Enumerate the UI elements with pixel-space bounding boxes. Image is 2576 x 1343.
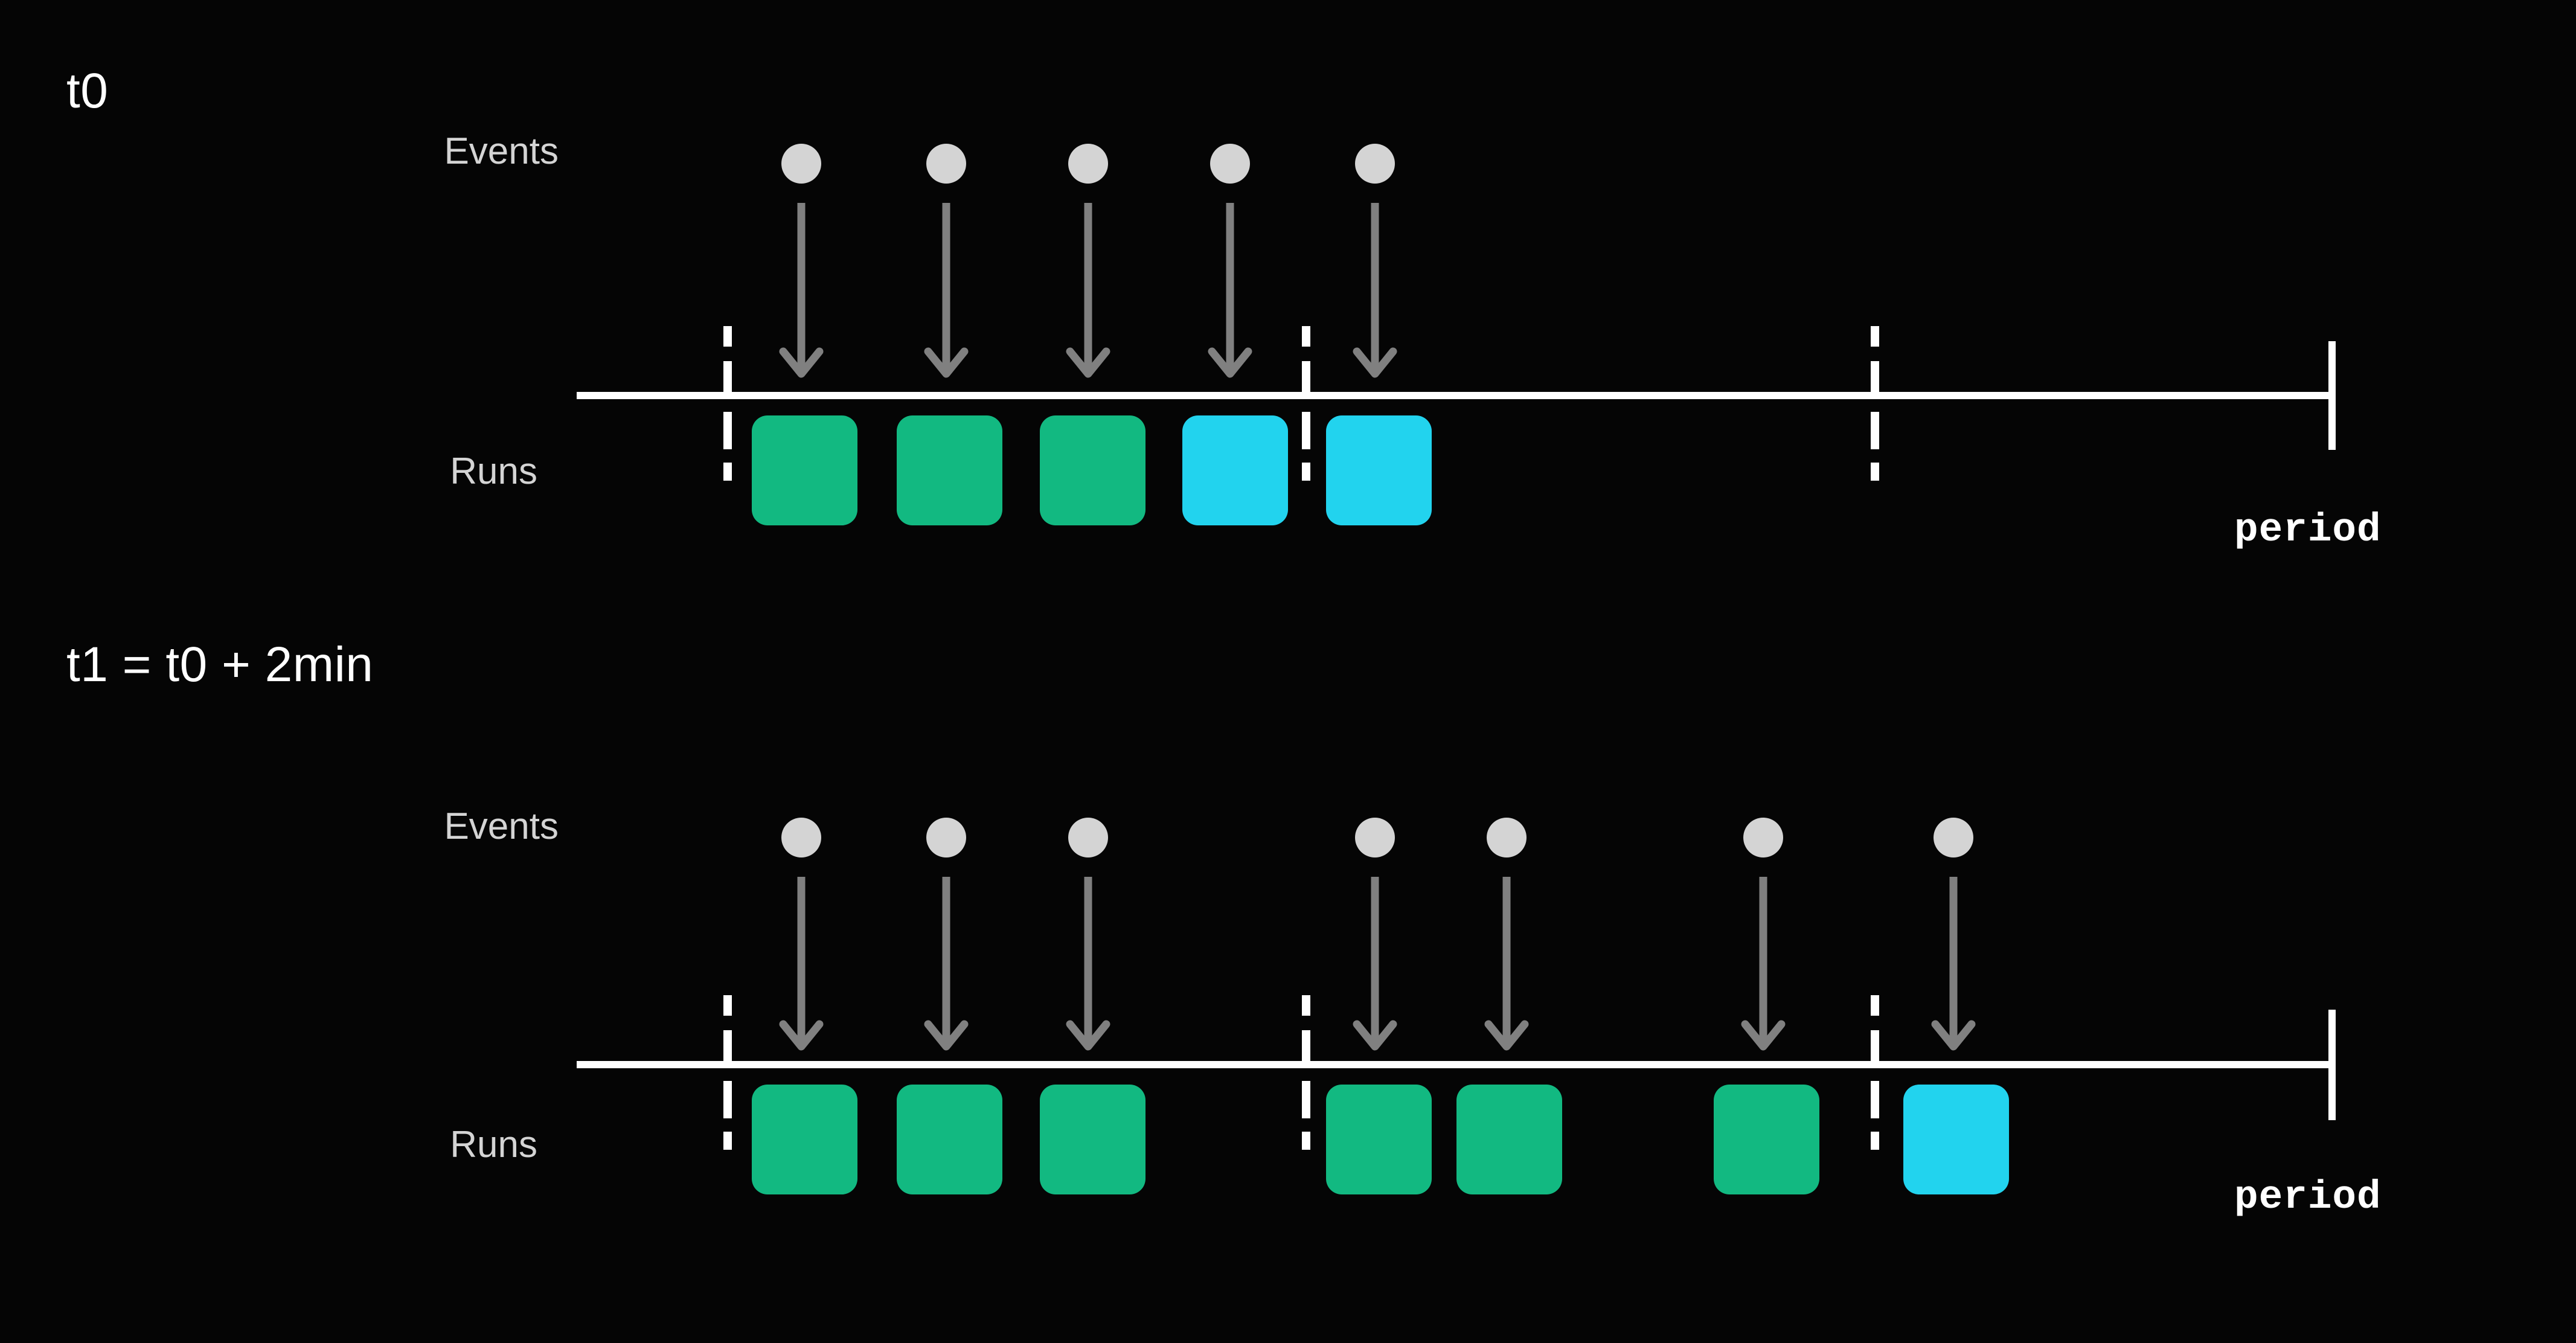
run-block bbox=[897, 415, 1002, 525]
run-block bbox=[1714, 1085, 1819, 1194]
event-dot bbox=[1068, 144, 1108, 184]
period-marker-t1-3 bbox=[1871, 995, 1879, 1150]
run-block bbox=[1040, 1085, 1145, 1194]
period-marker-t0-1 bbox=[723, 326, 732, 481]
run-block bbox=[1326, 415, 1432, 525]
event-dot bbox=[1934, 818, 1973, 857]
event-dot bbox=[926, 144, 966, 184]
event-dot bbox=[1743, 818, 1783, 857]
period-label-t1: period bbox=[2234, 1175, 2382, 1220]
period-marker-t0-2 bbox=[1302, 326, 1310, 481]
event-to-run-arrow-icon bbox=[1066, 203, 1110, 378]
event-to-run-arrow-icon bbox=[1353, 203, 1397, 378]
event-dot bbox=[1210, 144, 1250, 184]
run-block bbox=[752, 1085, 857, 1194]
event-dot bbox=[926, 818, 966, 857]
event-to-run-arrow-icon bbox=[1741, 877, 1786, 1051]
run-block bbox=[1182, 415, 1288, 525]
events-row-label-t1: Events bbox=[444, 806, 559, 847]
run-block bbox=[1326, 1085, 1432, 1194]
run-block bbox=[1040, 415, 1145, 525]
timeline-axis-t1 bbox=[577, 1061, 2332, 1068]
event-to-run-arrow-icon bbox=[924, 877, 969, 1051]
event-to-run-arrow-icon bbox=[1931, 877, 1976, 1051]
events-row-label-t0: Events bbox=[444, 130, 559, 172]
run-block bbox=[1456, 1085, 1562, 1194]
run-block bbox=[752, 415, 857, 525]
period-marker-t1-1 bbox=[723, 995, 732, 1150]
event-dot bbox=[1487, 818, 1527, 857]
runs-row-label-t0: Runs bbox=[450, 450, 537, 492]
event-to-run-arrow-icon bbox=[1484, 877, 1529, 1051]
timeline-endcap-t0 bbox=[2328, 341, 2336, 450]
timeline-axis-t0 bbox=[577, 392, 2332, 399]
run-block bbox=[1903, 1085, 2009, 1194]
event-dot bbox=[1355, 818, 1395, 857]
period-marker-t0-3 bbox=[1871, 326, 1879, 481]
event-to-run-arrow-icon bbox=[779, 877, 824, 1051]
timeline-endcap-t1 bbox=[2328, 1010, 2336, 1120]
event-to-run-arrow-icon bbox=[1066, 877, 1110, 1051]
event-dot bbox=[1355, 144, 1395, 184]
event-to-run-arrow-icon bbox=[1208, 203, 1252, 378]
section-title-t1: t1 = t0 + 2min bbox=[66, 637, 374, 692]
event-dot bbox=[1068, 818, 1108, 857]
event-dot bbox=[781, 144, 821, 184]
event-dot bbox=[781, 818, 821, 857]
runs-row-label-t1: Runs bbox=[450, 1124, 537, 1165]
section-title-t0: t0 bbox=[66, 63, 109, 118]
event-to-run-arrow-icon bbox=[1353, 877, 1397, 1051]
period-label-t0: period bbox=[2234, 507, 2382, 553]
run-block bbox=[897, 1085, 1002, 1194]
event-to-run-arrow-icon bbox=[924, 203, 969, 378]
period-marker-t1-2 bbox=[1302, 995, 1310, 1150]
event-to-run-arrow-icon bbox=[779, 203, 824, 378]
